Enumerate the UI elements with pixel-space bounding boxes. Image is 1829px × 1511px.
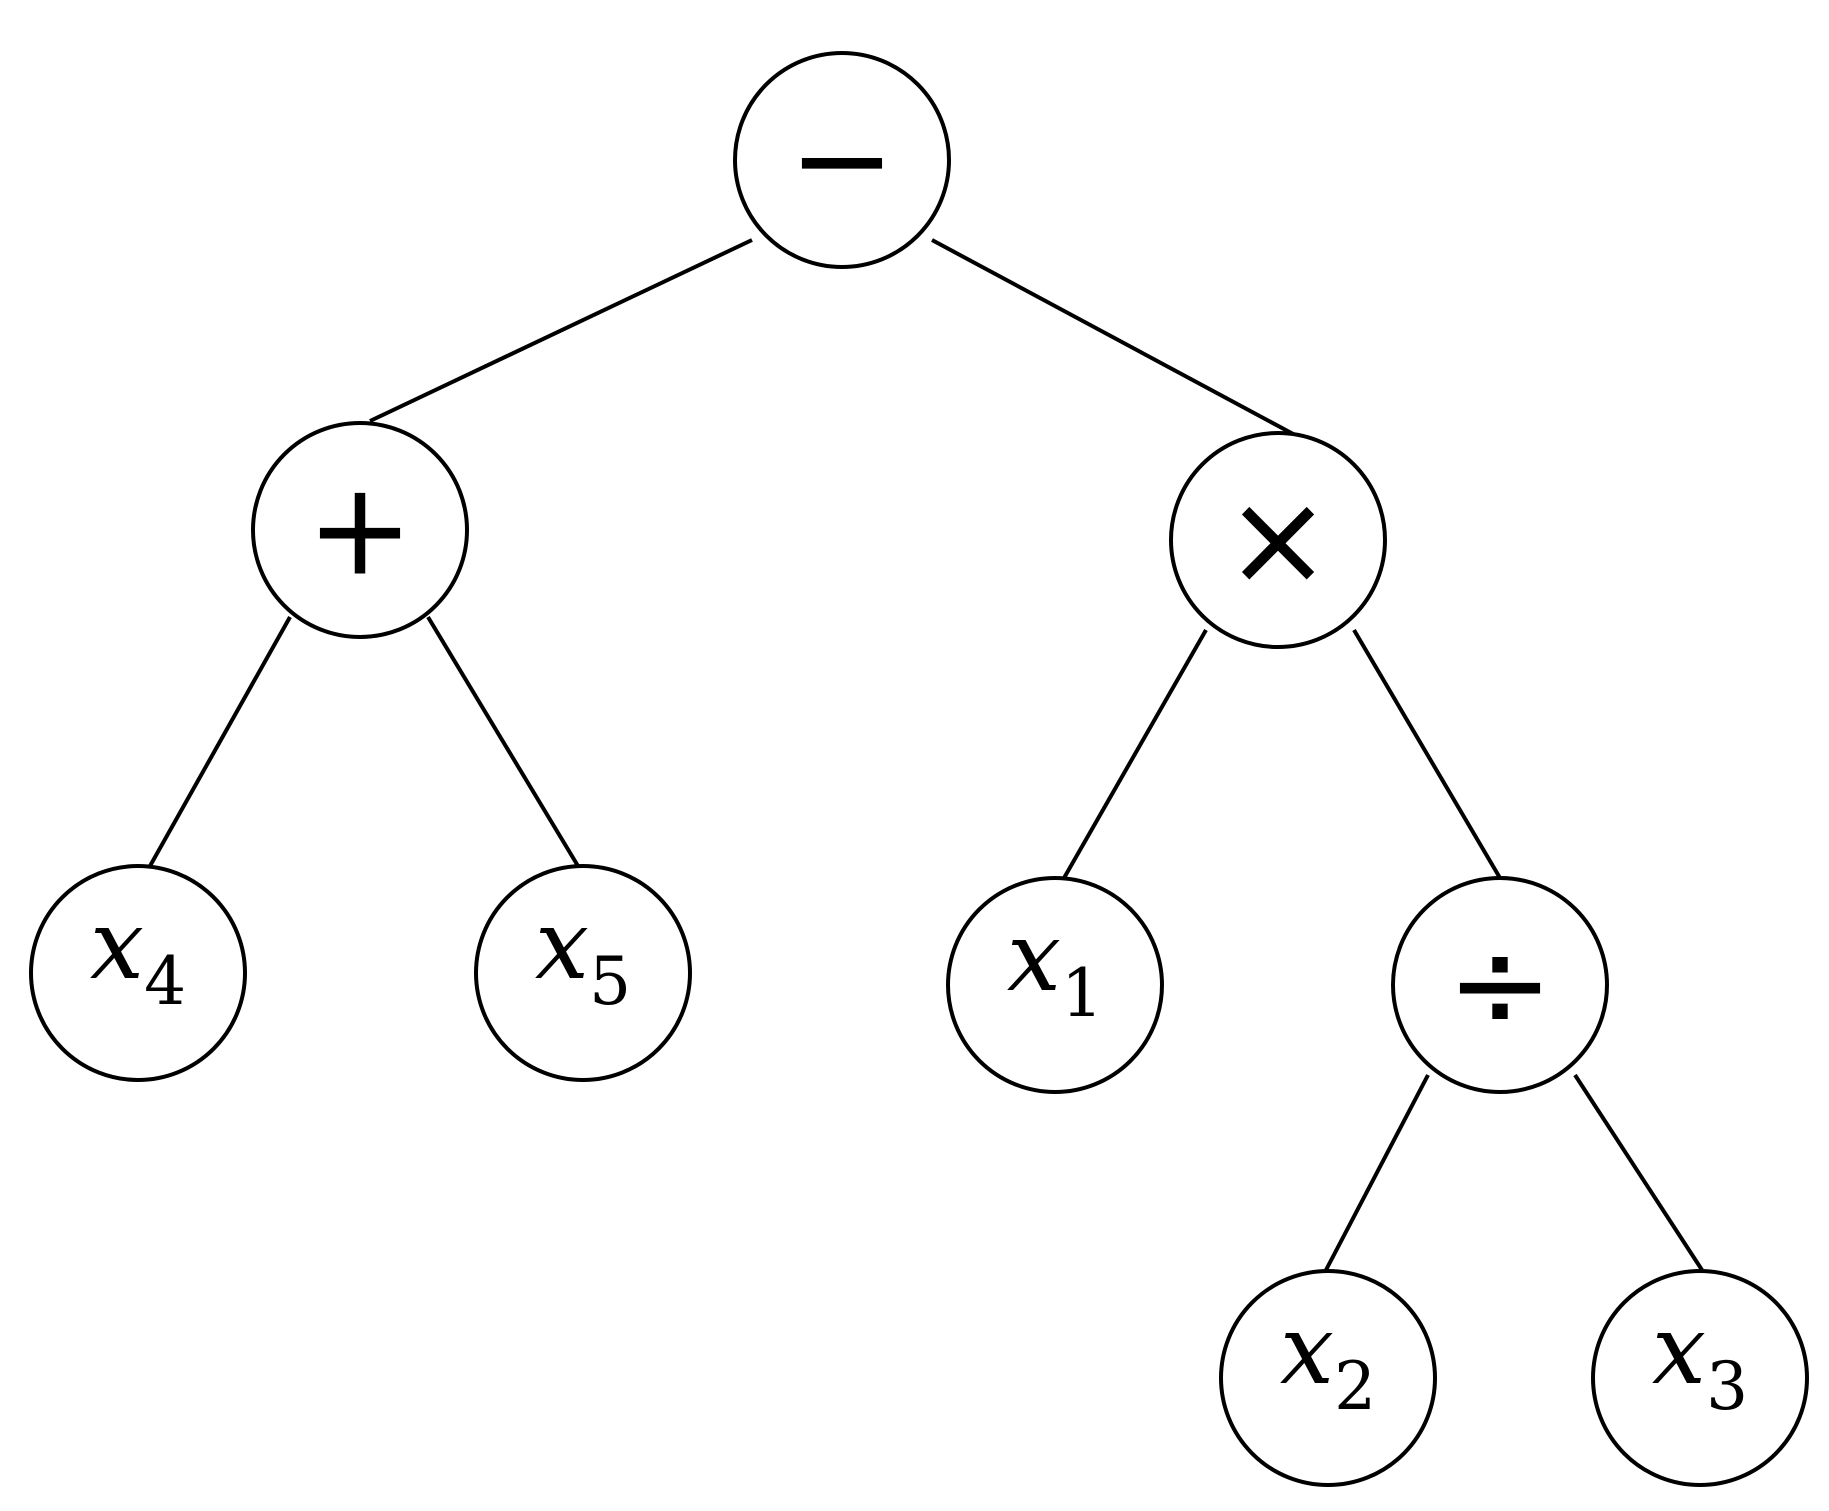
node-operator-label: ×: [1224, 466, 1331, 615]
edge-plus-x5: [426, 615, 580, 868]
node-variable-label: x4: [90, 889, 186, 1020]
variable-subscript: 5: [589, 943, 631, 1020]
node-plus: +: [251, 421, 469, 639]
variable-symbol: x: [1280, 1294, 1334, 1406]
edge-plus-x4: [148, 616, 292, 867]
node-circle: [1391, 876, 1609, 1094]
edge-minus-times: [931, 238, 1296, 437]
edges: [148, 238, 1704, 1272]
edge-divide-x3: [1573, 1073, 1704, 1272]
node-variable-label: x1: [1007, 901, 1103, 1032]
node-circle: [1219, 1269, 1437, 1487]
node-circle: [251, 421, 469, 639]
edge-divide-x2: [1324, 1074, 1430, 1271]
node-variable-label: x2: [1280, 1294, 1376, 1425]
node-circle: [946, 876, 1164, 1094]
variable-symbol: x: [1652, 1294, 1706, 1406]
variable-subscript: 3: [1706, 1348, 1748, 1425]
node-times: ×: [1169, 431, 1387, 649]
edge-times-divide: [1352, 628, 1502, 880]
variable-symbol: x: [1007, 901, 1061, 1013]
variable-subscript: 2: [1334, 1348, 1376, 1425]
node-x2: x2: [1219, 1269, 1437, 1487]
node-circle: [733, 51, 951, 269]
node-circle: [1591, 1269, 1809, 1487]
node-root: −: [733, 51, 951, 269]
node-operator-label: −: [788, 86, 895, 235]
edge-minus-plus: [369, 238, 753, 423]
edge-times-x1: [1062, 629, 1208, 879]
node-divide: ÷: [1391, 876, 1609, 1094]
node-operator-label: +: [306, 456, 413, 605]
node-variable-label: x3: [1652, 1294, 1748, 1425]
node-x5: x5: [474, 864, 692, 1082]
node-circle: [474, 864, 692, 1082]
node-circle: [29, 864, 247, 1082]
variable-subscript: 1: [1061, 955, 1103, 1032]
node-x3: x3: [1591, 1269, 1809, 1487]
variable-symbol: x: [90, 889, 144, 1001]
node-circle: [1169, 431, 1387, 649]
variable-symbol: x: [535, 889, 589, 1001]
node-operator-label: ÷: [1446, 911, 1553, 1060]
variable-subscript: 4: [144, 943, 186, 1020]
node-variable-label: x5: [535, 889, 631, 1020]
node-x1: x1: [946, 876, 1164, 1094]
node-x4: x4: [29, 864, 247, 1082]
